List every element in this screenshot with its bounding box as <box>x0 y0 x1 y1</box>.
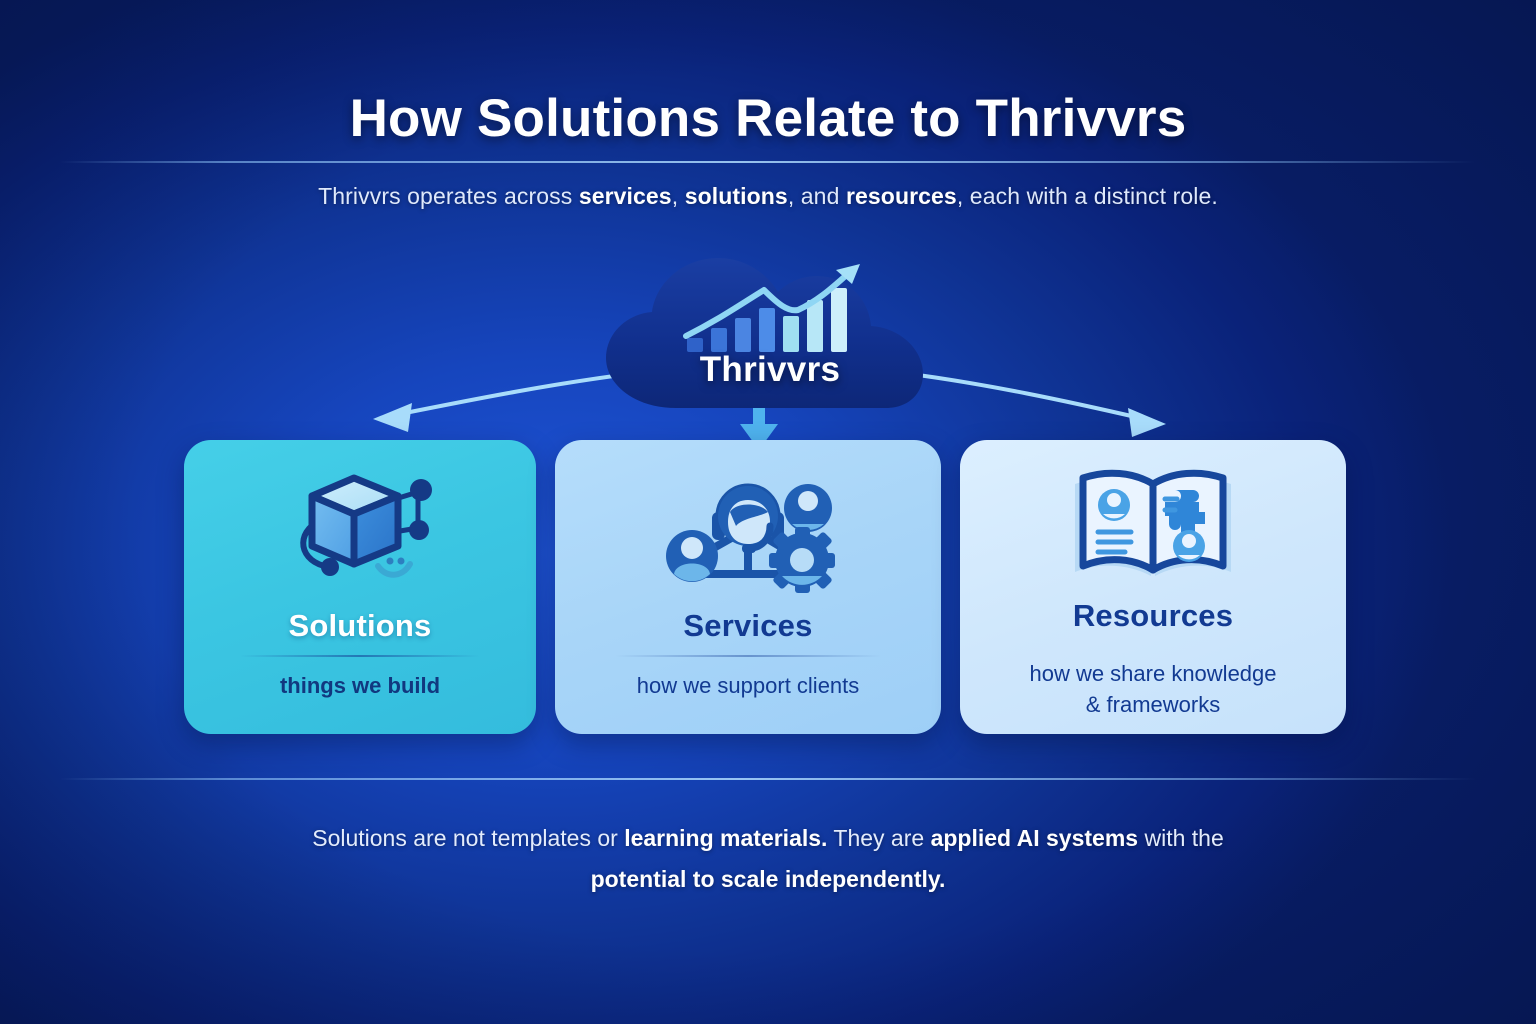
hub-bar-chart <box>687 288 847 352</box>
book-avatar-left <box>1098 489 1130 521</box>
card-services[interactable]: Services how we support clients <box>555 440 941 734</box>
book-avatar-right <box>1173 530 1205 562</box>
gear-node <box>769 527 835 593</box>
cube-nodes-icon <box>280 462 440 602</box>
card-resources[interactable]: Resources how we share knowledge & frame… <box>960 440 1346 734</box>
card-title-services: Services <box>683 608 813 643</box>
card-desc-resources-line2: & frameworks <box>1085 692 1221 717</box>
header-divider <box>60 161 1476 163</box>
card-desc-resources-line1: how we share knowledge <box>1029 661 1277 686</box>
book-puzzle-piece <box>1165 490 1205 532</box>
card-divider <box>614 655 882 657</box>
user-node-right <box>784 484 832 532</box>
card-title-resources: Resources <box>1072 598 1234 633</box>
open-book-knowledge-icon <box>1065 462 1241 592</box>
card-divider <box>239 655 481 657</box>
page-subtitle: Thrivvrs operates across services, solut… <box>318 183 1218 209</box>
card-desc-services: how we support clients <box>636 673 860 698</box>
footer-divider <box>60 778 1476 780</box>
cloud-growth-chart-icon <box>606 258 923 408</box>
book-text-lines <box>1095 529 1134 555</box>
card-solutions[interactable]: Solutions things we build <box>184 440 536 734</box>
user-node-left <box>666 530 718 582</box>
card-title-solutions: Solutions <box>288 608 432 643</box>
page-title: How Solutions Relate to Thrivvrs <box>349 89 1187 148</box>
category-cards: Solutions things we build <box>184 440 1356 734</box>
hub-trend-arrow <box>683 264 860 339</box>
footer-note: Solutions are not templates or learning … <box>312 825 1224 892</box>
card-desc-resources: how we share knowledge & frameworks <box>1029 658 1276 720</box>
card-desc-solutions: things we build <box>279 673 441 698</box>
thrivvrs-hub[interactable]: Thrivvrs <box>598 248 942 438</box>
headset-support-network-icon <box>650 462 846 602</box>
